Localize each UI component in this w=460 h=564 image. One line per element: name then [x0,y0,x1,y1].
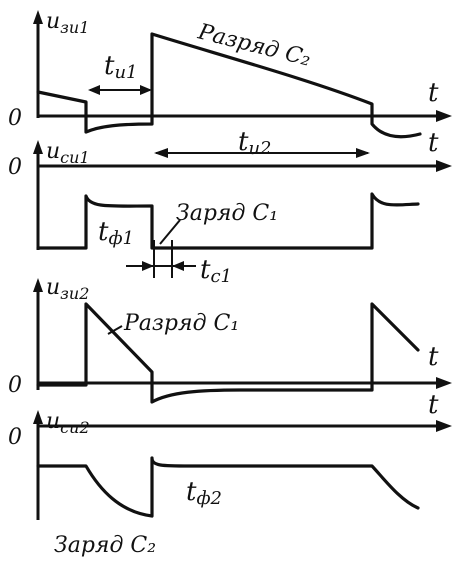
panel-4: uси2 0 t tф2 Заряд С₂ [8,390,452,558]
panel-4-y-label: uси2 [46,409,90,437]
panel-2-time-arrow [436,160,452,172]
panel-3-zero: 0 [8,373,22,398]
panel-4-y-arrow [33,410,43,424]
panel-1: uзи1 0 t tи1 Разряд С₂ [8,9,452,139]
tc1-arrow-left [142,261,154,271]
panel-3: uзи2 0 t Разряд С₁ [8,275,452,404]
tu1-arrow-right [140,85,152,95]
razryad-c1-leader [107,325,123,335]
tu2-arrow-left [154,148,168,158]
panel-3-waveform [36,302,420,404]
panel-1-time-label: t [428,78,439,108]
zaryad-c2-label: Заряд С₂ [54,533,156,558]
razryad-c1-label: Разряд С₁ [123,311,239,336]
tu2-label: tи2 [238,127,272,159]
panel-3-y-label: uзи2 [46,275,89,303]
panel-4-waveform [36,456,420,518]
panel-4-zero: 0 [8,425,22,450]
panel-4-time-label: t [428,390,439,420]
tu1-label: tи1 [104,51,138,83]
panel-1-time-arrow [436,110,452,122]
panel-2-y-arrow [33,140,43,154]
panel-1-y-label: uзи1 [46,9,89,37]
tf1-label: tф1 [98,217,134,249]
tc1-label: tс1 [200,255,232,287]
panel-1-zero: 0 [8,106,22,131]
panel-3-time-label: t [428,342,439,372]
panel-2-time-label: t [428,128,439,158]
panel-2-zero: 0 [8,155,22,180]
zaryad-c1-label: Заряд С₁ [176,201,278,226]
tu1-arrow-left [88,85,100,95]
panel-2-y-label: uси1 [46,139,90,167]
panel-2: uси1 0 t tи2 tф1 tс1 Заряд С₁ [8,127,452,287]
panel-4-time-arrow [436,420,452,432]
tc1-arrow-right [172,261,184,271]
tf2-label: tф2 [186,477,222,509]
panel-3-time-arrow [436,377,452,389]
panel-1-y-arrow [33,10,43,24]
panel-3-y-arrow [33,278,43,292]
panel-2-waveform [36,192,420,250]
zaryad-c1-leader [159,219,181,245]
panel-1-waveform [36,32,422,139]
tu2-arrow-right [356,148,370,158]
